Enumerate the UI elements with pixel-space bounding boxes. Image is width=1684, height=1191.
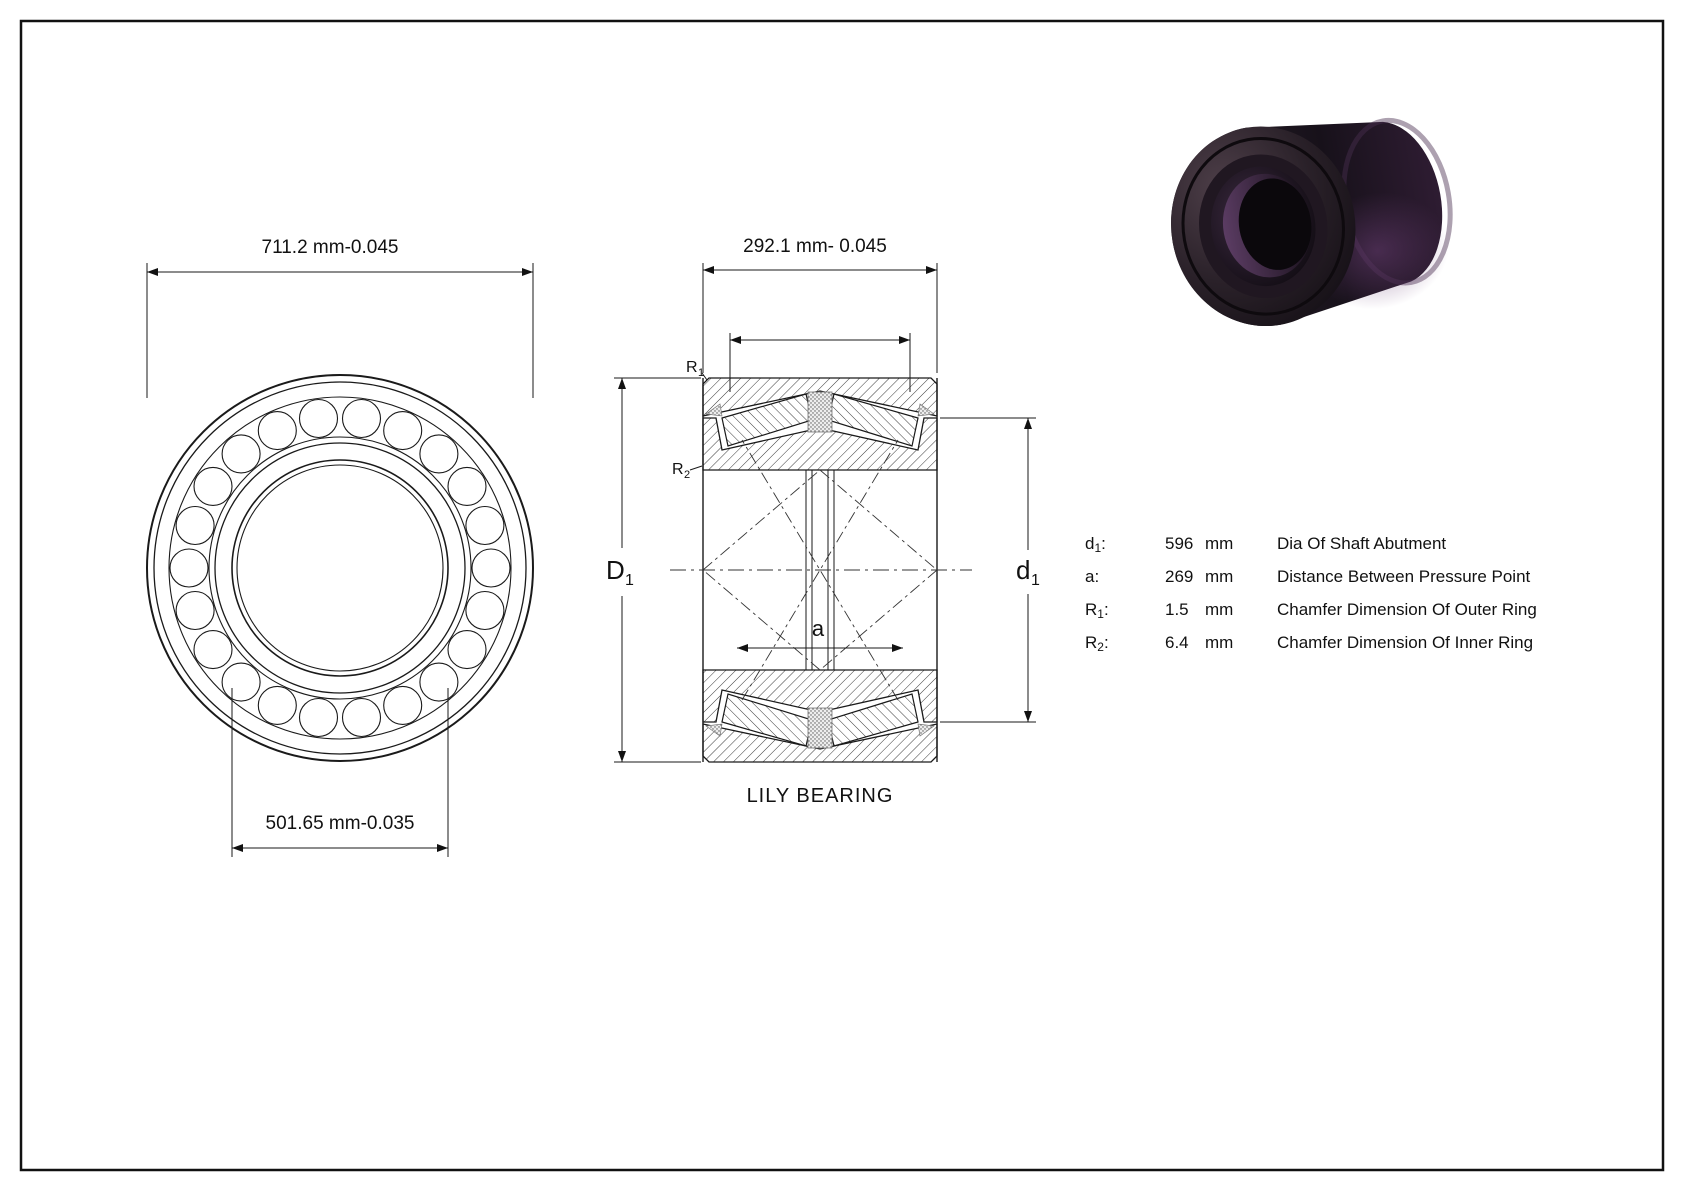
param-value: 6.4 [1165, 633, 1189, 652]
outer-diameter-dim-label: 711.2 mm-0.045 [262, 237, 399, 258]
R2-label-sub: 2 [684, 469, 690, 481]
cage-end-bottom-right [917, 723, 935, 737]
param-label: R2: [1085, 633, 1109, 654]
section-width-dimension [702, 263, 938, 373]
param-description: Dia Of Shaft Abutment [1277, 534, 1447, 553]
roller [447, 630, 487, 670]
roller [221, 434, 261, 474]
param-description: Chamfer Dimension Of Outer Ring [1277, 600, 1537, 619]
roller [175, 590, 215, 631]
a-label: a [812, 616, 825, 641]
D1-label-sub: 1 [625, 572, 634, 589]
R2-leader [689, 465, 703, 471]
roller [257, 685, 297, 725]
cage-end-top-left [705, 403, 723, 417]
param-label: R1: [1085, 600, 1109, 621]
roller-circles [169, 398, 511, 738]
bore-diameter-dim-label: 501.65 mm-0.035 [266, 813, 415, 834]
R1-label: R [686, 359, 698, 376]
spec-row-R1: R1: 1.5 mm Chamfer Dimension Of Outer Ri… [1085, 596, 1662, 629]
outer-diameter-dimension [146, 263, 534, 398]
roller [465, 505, 505, 546]
cage-section-bottom [807, 707, 833, 749]
roller [341, 398, 382, 439]
roller [419, 434, 459, 474]
spec-row-a: a: 269 mm Distance Between Pressure Poin… [1085, 563, 1662, 596]
spec-row-d1: d1: 596 mm Dia Of Shaft Abutment [1085, 530, 1662, 563]
bore-circle [231, 459, 449, 677]
front-view-drawing [146, 263, 534, 857]
R1-leader [701, 372, 708, 381]
d1-label: d [1016, 555, 1030, 585]
roller [471, 548, 511, 588]
roller [341, 697, 382, 738]
section-view-drawing [614, 263, 1036, 763]
d1-label-sub: 1 [1031, 572, 1040, 589]
R2-label: R [672, 461, 684, 478]
D1-dimension [614, 377, 701, 763]
bearing-face-groove [1181, 137, 1346, 316]
param-value: 269 [1165, 567, 1194, 586]
roller-outer-envelope-circle [168, 396, 512, 740]
roller [447, 466, 487, 506]
roller [169, 548, 209, 588]
roller [465, 590, 505, 631]
inner-width-dimension [729, 333, 911, 392]
outer-ring-inner-circle [153, 381, 527, 755]
param-label: d1: [1085, 534, 1106, 555]
param-unit: mm [1205, 567, 1234, 586]
pressure-lines [702, 439, 938, 701]
roller-inner-envelope-circle [208, 436, 472, 700]
cage-end-bottom-left [705, 723, 723, 737]
bore-diameter-dimension [231, 688, 449, 857]
brand-caption: LILY BEARING [747, 785, 894, 807]
spec-table: d1: 596 mm Dia Of Shaft Abutment a: 269 … [1085, 530, 1662, 662]
roller [419, 662, 459, 702]
page-border [19, 19, 1665, 1172]
param-description: Distance Between Pressure Point [1277, 567, 1531, 586]
roller [221, 662, 261, 702]
param-value: 596 [1165, 534, 1194, 553]
outer-ring-od-circle [146, 374, 534, 762]
roller [383, 411, 423, 451]
param-description: Chamfer Dimension Of Inner Ring [1277, 633, 1534, 652]
roller [193, 466, 233, 506]
roller [175, 505, 215, 546]
cage-end-top-right [917, 403, 935, 417]
roller [193, 630, 233, 670]
roller [298, 697, 339, 738]
param-unit: mm [1205, 600, 1234, 619]
R1-label-sub: 1 [698, 367, 704, 379]
bore-inner-circle [236, 464, 444, 672]
param-label: a: [1085, 567, 1100, 586]
param-unit: mm [1205, 633, 1234, 652]
spec-row-R2: R2: 6.4 mm Chamfer Dimension Of Inner Ri… [1085, 629, 1662, 662]
section-width-dim-label: 292.1 mm- 0.045 [743, 236, 887, 257]
roller [383, 685, 423, 725]
bearing-bore-hole [1238, 178, 1312, 270]
cage-section-top [807, 391, 833, 433]
bearing-3d-render [1170, 117, 1453, 327]
d1-dimension [940, 417, 1036, 723]
roller [257, 411, 297, 451]
D1-label: D [606, 555, 625, 585]
param-unit: mm [1205, 534, 1234, 553]
roller [298, 398, 339, 439]
inner-ring-circle [214, 442, 466, 694]
param-value: 1.5 [1165, 600, 1189, 619]
